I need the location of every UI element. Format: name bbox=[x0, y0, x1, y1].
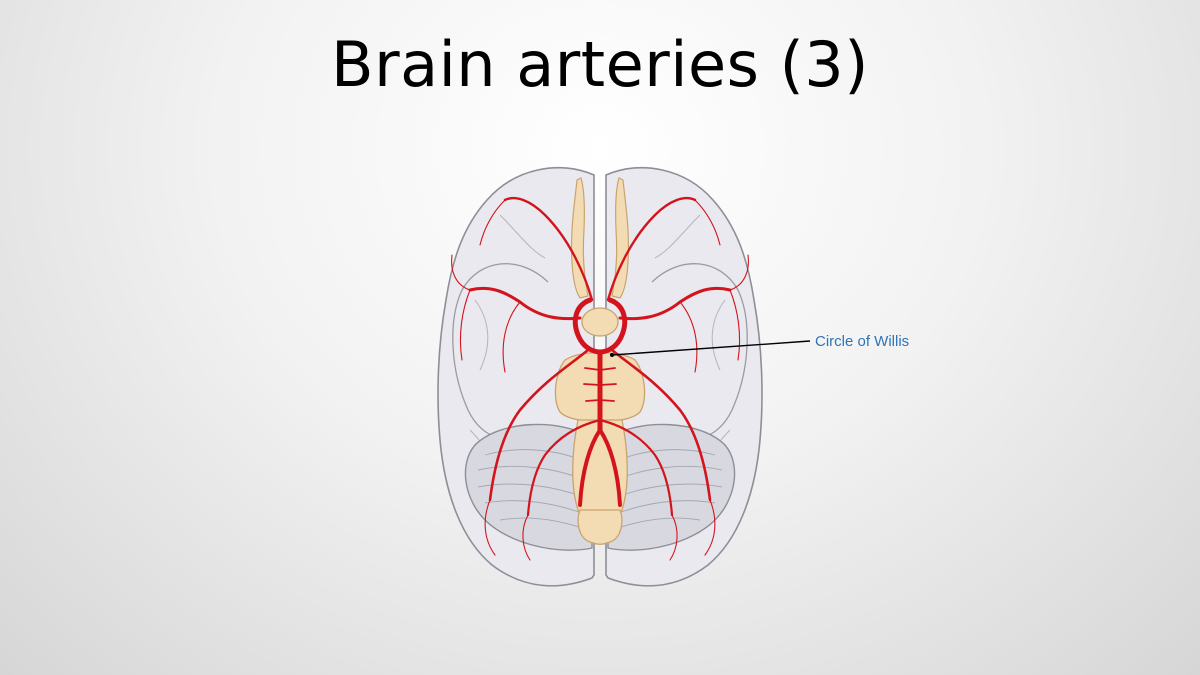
left-cerebellar-hemisphere bbox=[464, 423, 593, 551]
right-anterior-cerebral-artery bbox=[606, 196, 697, 302]
spinal-cord-top bbox=[577, 509, 623, 545]
right-cerebellar-artery bbox=[598, 418, 674, 517]
callout-leader-line bbox=[611, 340, 811, 356]
callout-anchor-dot bbox=[610, 353, 614, 357]
left-anterior-cerebral-artery bbox=[503, 196, 594, 302]
circle-of-willis-callout bbox=[610, 340, 811, 357]
left-posterior-cerebral-artery bbox=[488, 348, 590, 502]
cerebellum bbox=[464, 423, 736, 551]
olfactory-tracts bbox=[570, 177, 630, 299]
right-cerebellar-hemisphere bbox=[607, 423, 736, 551]
left-vertebral-artery bbox=[578, 428, 602, 507]
arteries bbox=[451, 196, 749, 561]
right-posterior-cerebral-artery bbox=[610, 348, 712, 502]
optic-chiasm bbox=[581, 307, 619, 337]
left-cerebellar-artery bbox=[526, 418, 602, 517]
slide-title: Brain arteries (3) bbox=[331, 28, 869, 101]
right-vertebral-artery bbox=[598, 428, 622, 507]
circle-of-willis-label: Circle of Willis bbox=[815, 333, 910, 350]
